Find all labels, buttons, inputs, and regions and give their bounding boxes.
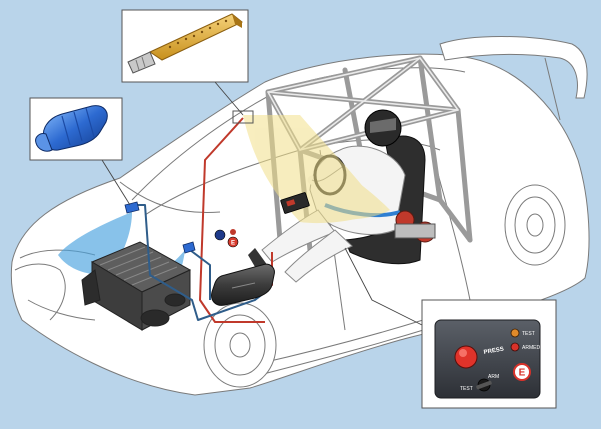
callout-control-panel: PRESS TEST ARMED E TEST ARM: [421, 299, 557, 409]
nozzle-bar-image: [127, 13, 243, 74]
dash-display: [280, 192, 310, 214]
front-wheel: [203, 302, 277, 388]
extinguisher-symbol-mark: E: [519, 368, 526, 379]
callout-nozzle-bar: [121, 9, 249, 83]
dash-blue-indicator: [214, 229, 226, 241]
rear-wing: [439, 36, 588, 121]
test-indicator: [510, 328, 520, 338]
callout-leaders: [101, 81, 423, 326]
test-switch-label: TEST: [460, 386, 473, 392]
cockpit-nozzle: [232, 110, 254, 124]
press-label: PRESS: [483, 347, 504, 356]
dash-extinguisher-indicator: [227, 236, 239, 248]
engine-nozzle-lower: [182, 241, 196, 254]
arm-switch-label: ARM: [488, 374, 499, 380]
engine-block: [81, 241, 192, 331]
rear-wheel: [504, 184, 566, 266]
control-panel-body: [434, 319, 541, 399]
armed-indicator: [510, 342, 520, 352]
test-indicator-label: TEST: [522, 331, 535, 337]
extinguisher-pipe-blue: [135, 204, 269, 321]
press-button: [454, 345, 478, 369]
engine-nozzle-upper: [124, 201, 140, 214]
extinguisher-symbol: [513, 363, 531, 381]
dash-extinguisher-mark: E: [231, 241, 235, 247]
dashboard-indicators: E: [214, 229, 239, 248]
cockpit-spray-cone: [243, 115, 390, 224]
extinguisher-cylinder: [211, 263, 275, 306]
callout-engine-nozzle: [29, 97, 123, 161]
engine-nozzle-image: [35, 105, 108, 152]
rear-extinguisher-unit: [394, 210, 436, 243]
armed-indicator-label: ARMED: [522, 345, 540, 351]
